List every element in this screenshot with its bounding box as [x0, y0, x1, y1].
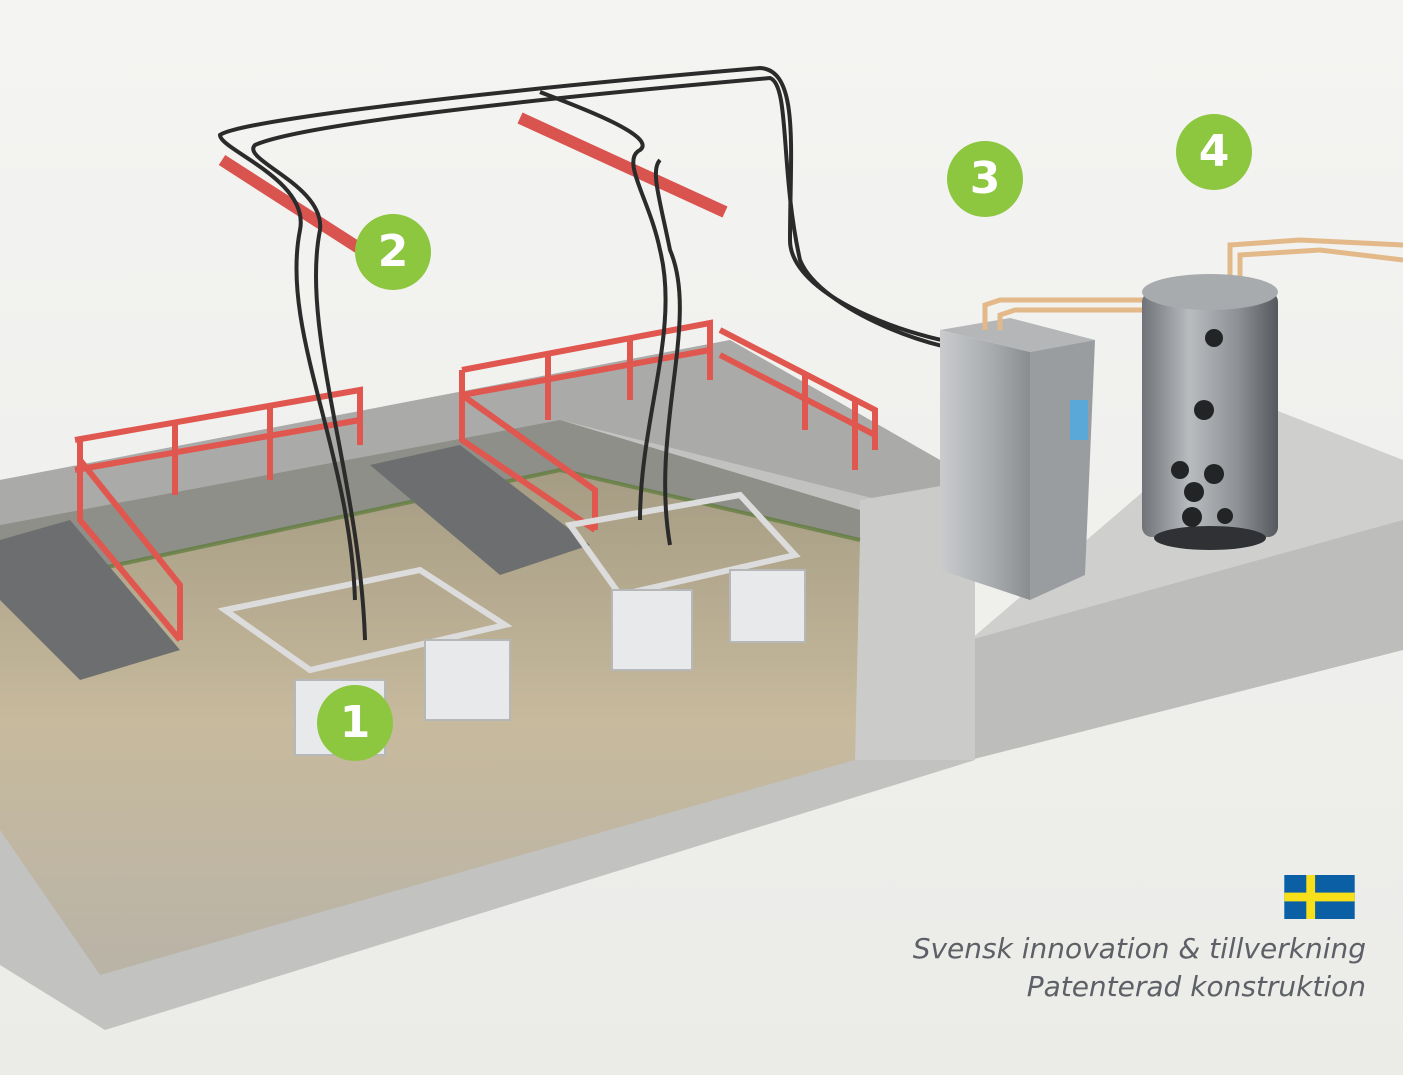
caption-patent: Patenterad konstruktion: [1026, 970, 1366, 1003]
hoses: [217, 65, 991, 641]
swedish-flag-icon: [1284, 875, 1355, 919]
caption-innovation: Svensk innovation & tillverkning: [912, 932, 1366, 965]
marker-2: 2: [355, 214, 431, 290]
marker-4: 4: [1176, 114, 1252, 190]
water-heater-tank: [1142, 274, 1278, 550]
railings: [74, 319, 878, 642]
heat-pump-unit: [940, 318, 1095, 600]
marker-3: 3: [947, 141, 1023, 217]
equipment-platform: [970, 400, 1403, 760]
marker-1: 1: [317, 685, 393, 761]
support-beams: [218, 112, 728, 256]
walkway-gratings: [0, 445, 590, 680]
